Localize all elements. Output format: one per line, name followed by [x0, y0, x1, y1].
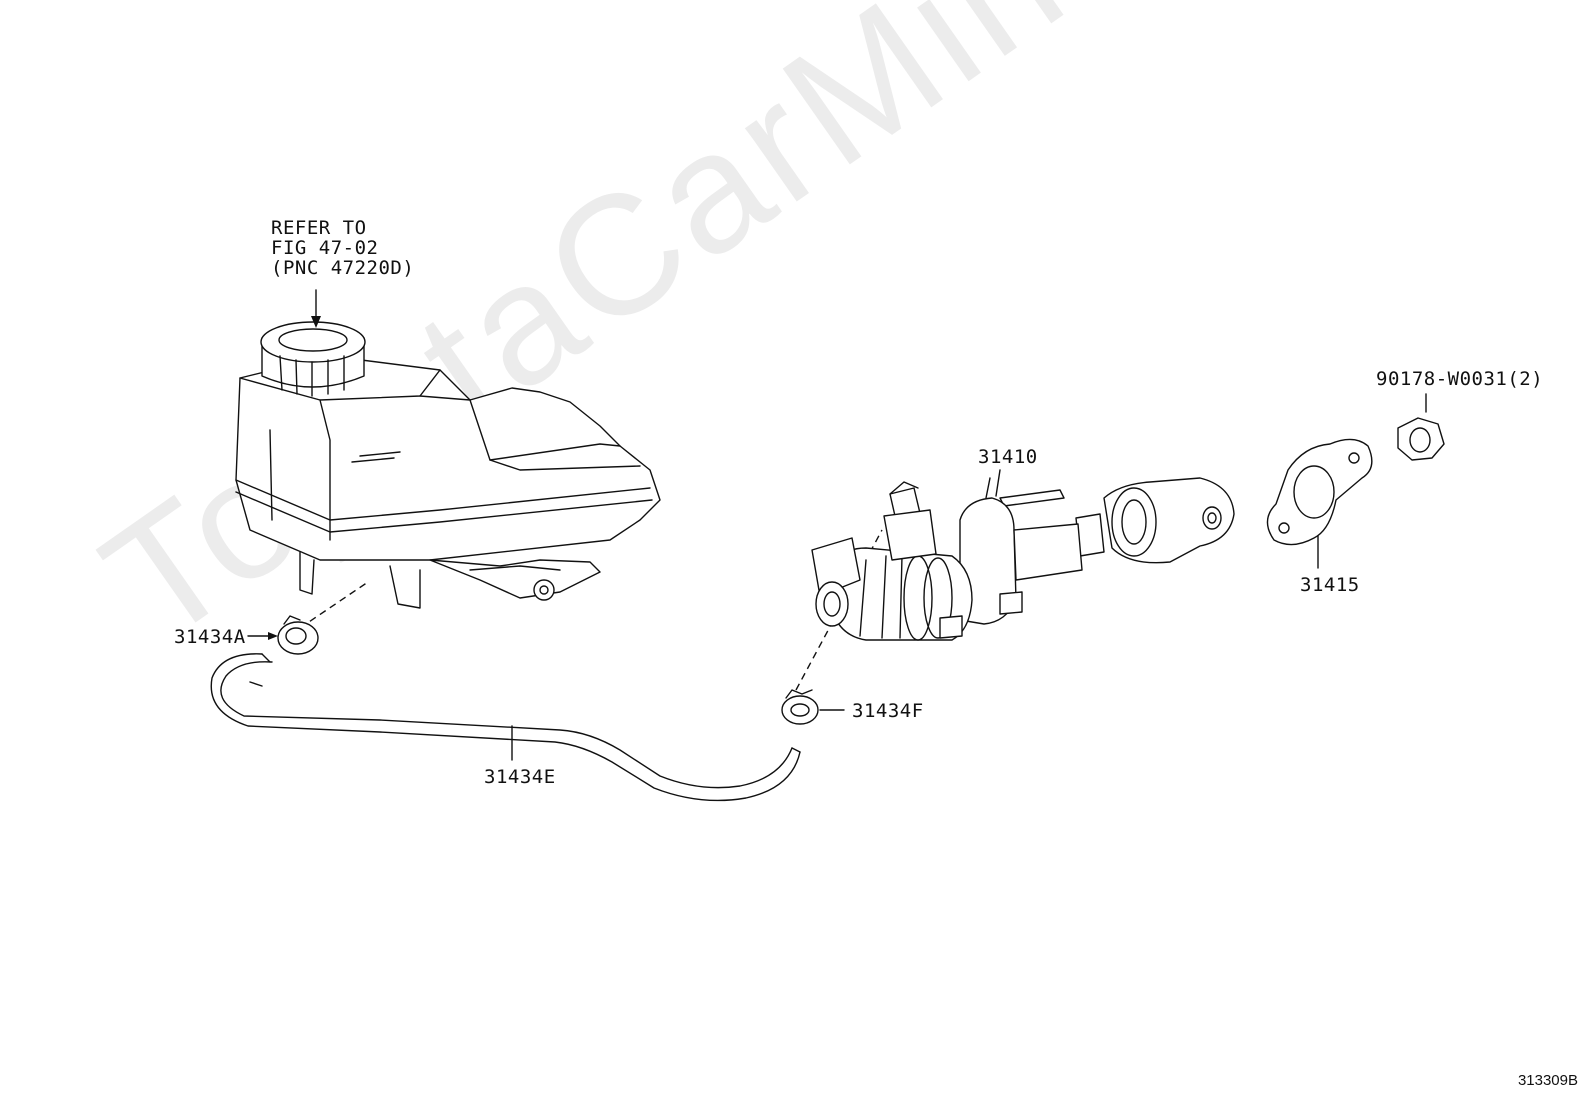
reservoir-tank — [235, 321, 661, 609]
label-31434F: 31434F — [852, 700, 924, 722]
nut-90178-W0031 — [1397, 393, 1445, 461]
reference-arrow — [311, 289, 321, 328]
leader-31410 — [995, 469, 1001, 497]
label-31434A: 31434A — [174, 626, 246, 648]
clip-31434A — [247, 615, 319, 655]
label-90178-W0031: 90178-W0031(2) — [1376, 368, 1544, 390]
label-31415: 31415 — [1300, 574, 1360, 596]
hose-31434E — [210, 653, 801, 802]
reference-note-line2: FIG 47-02 — [271, 237, 379, 259]
gasket-31415 — [1266, 438, 1373, 569]
label-31410: 31410 — [978, 446, 1038, 468]
label-31434E: 31434E — [484, 766, 556, 788]
diagram-code: 313309B — [1517, 1072, 1578, 1089]
reference-note-line1: REFER TO — [271, 217, 367, 239]
reference-note: REFER TO FIG 47-02 (PNC 47220D) — [271, 218, 414, 278]
dashed-line-clip-a — [299, 581, 369, 629]
master-cylinder-31410 — [811, 477, 1235, 641]
clip-31434F — [781, 689, 845, 725]
reference-note-line3: (PNC 47220D) — [271, 257, 415, 279]
